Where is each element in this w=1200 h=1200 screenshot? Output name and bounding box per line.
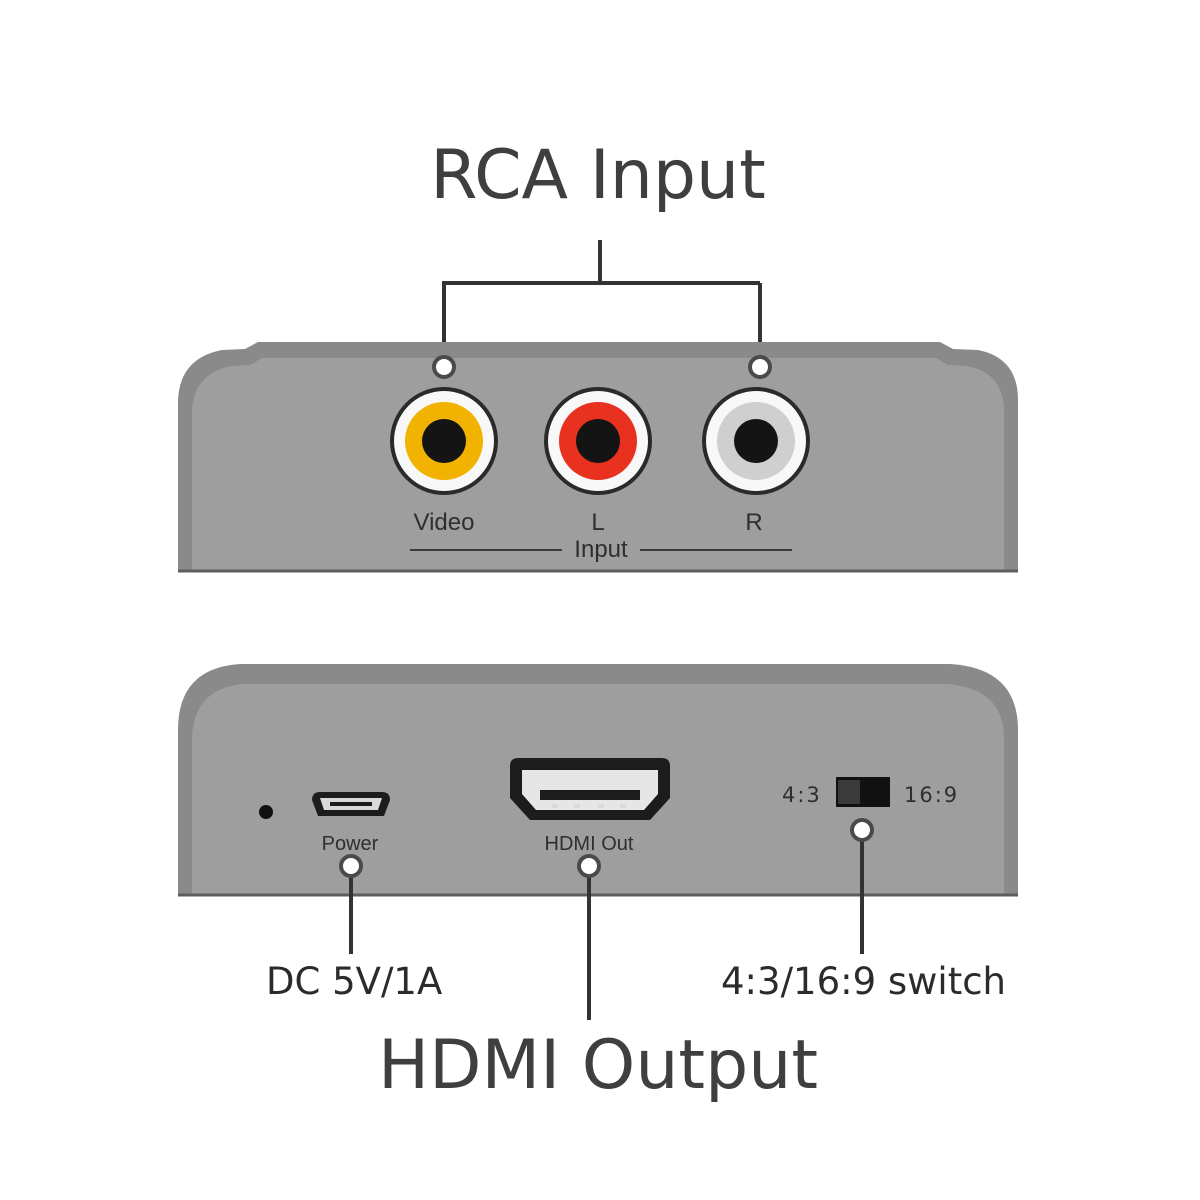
switch-right-label: 16:9 [904, 783, 959, 807]
r-port-marker [748, 355, 772, 379]
rca-bracket-leader [442, 240, 762, 356]
bottom-leaders [349, 838, 864, 1020]
left-port-label: L [591, 509, 604, 536]
rca-jack-video [390, 387, 498, 495]
video-port-label: Video [414, 509, 475, 536]
aspect-ratio-switch [836, 777, 890, 807]
hdmi-port [510, 758, 670, 820]
power-spec-callout: DC 5V/1A [266, 960, 442, 1003]
led-indicator [259, 805, 273, 819]
rca-jack-left [544, 387, 652, 495]
right-port-label: R [745, 509, 762, 536]
switch-desc-callout: 4:3/16:9 switch [721, 960, 1006, 1003]
power-port-marker [339, 854, 363, 878]
power-port-label: Power [322, 833, 379, 855]
video-port-marker [432, 355, 456, 379]
hdmi-port-label: HDMI Out [545, 833, 634, 855]
micro-usb-port [312, 792, 390, 816]
switch-left-label: 4:3 [782, 783, 822, 807]
switch-marker [850, 818, 874, 842]
rca-input-title: RCA Input [430, 136, 766, 215]
hdmi-output-title: HDMI Output [378, 1026, 818, 1105]
input-group-label: Input [574, 536, 628, 563]
hdmi-port-marker [577, 854, 601, 878]
rca-jack-right [702, 387, 810, 495]
